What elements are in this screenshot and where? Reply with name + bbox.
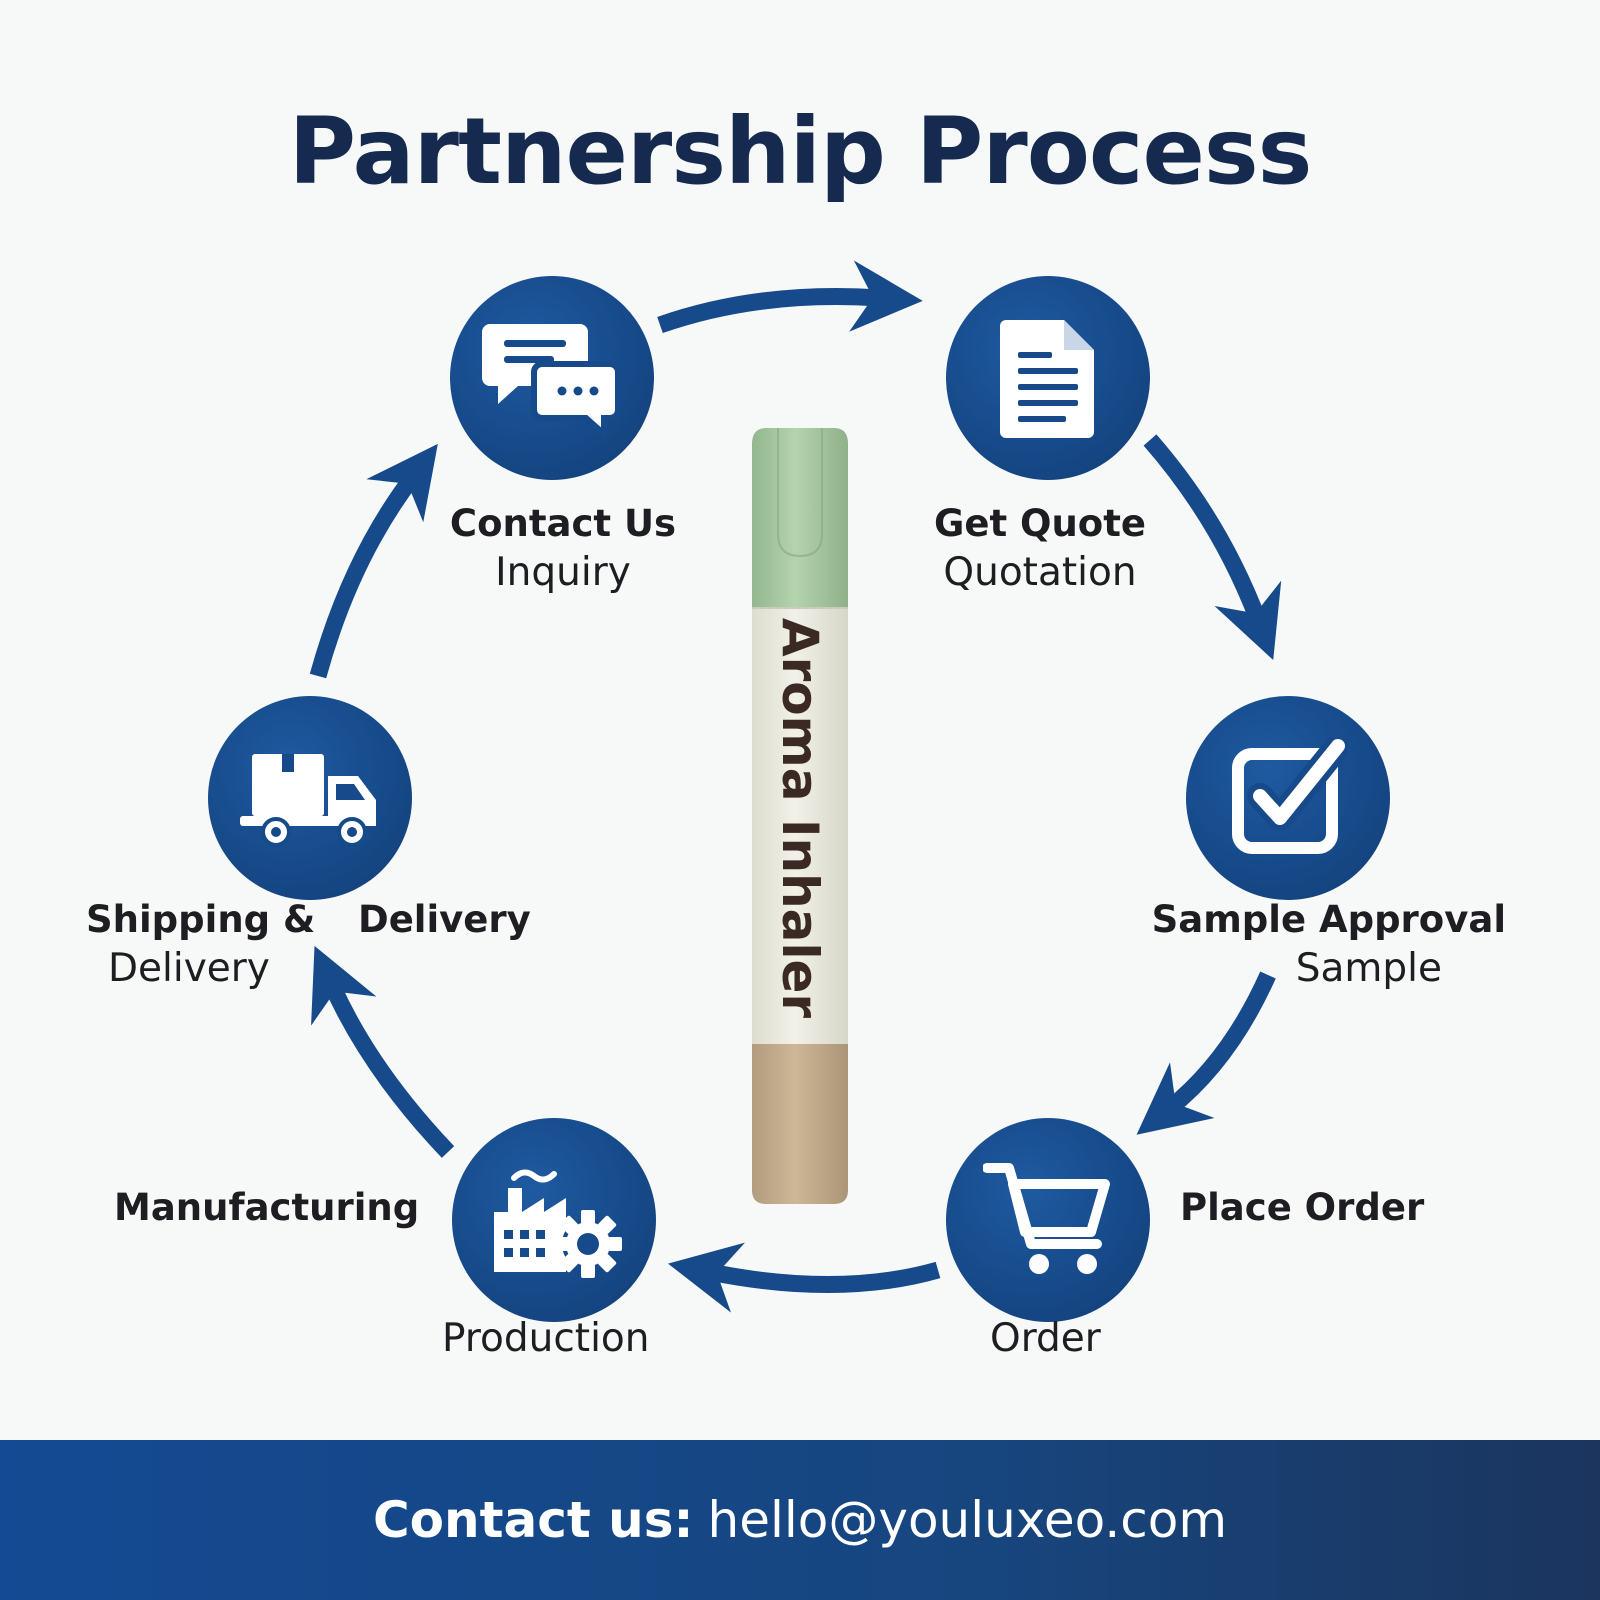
step-label-shipping-2: Delivery <box>358 896 531 944</box>
arrow-manufacturing-to-shipping <box>311 945 455 1158</box>
step-label-shipping: Shipping & Delivery <box>86 896 315 995</box>
delivery-truck-icon <box>240 754 376 847</box>
footer-email-link[interactable]: hello@youluxeo.com <box>707 1491 1228 1549</box>
arrow-quote-to-sample <box>1143 434 1282 661</box>
step-label-get-quote: Get Quote Quotation <box>920 500 1160 599</box>
arrow-shipping-to-contact <box>309 443 438 679</box>
step-subtitle: Delivery <box>108 946 270 992</box>
step-sublabel-manufacturing: Production <box>442 1314 650 1365</box>
step-title: Contact Us <box>449 502 677 545</box>
step-place-order <box>946 1118 1150 1322</box>
shopping-cart-icon <box>983 1163 1110 1274</box>
factory-gear-icon <box>494 1169 622 1278</box>
step-label-place-order: Place Order <box>1180 1184 1424 1232</box>
step-title: Manufacturing <box>114 1186 420 1229</box>
step-shipping-delivery <box>208 696 412 900</box>
step-sublabel-place-order: Order <box>990 1314 1101 1365</box>
step-subtitle: Quotation <box>943 550 1137 596</box>
step-subtitle: Inquiry <box>495 550 631 596</box>
step-get-quote <box>946 276 1150 480</box>
aroma-inhaler-image <box>752 428 848 1204</box>
step-title: Get Quote <box>933 502 1147 545</box>
step-title-2: Delivery <box>358 898 531 941</box>
step-title: Sample Approval <box>1151 898 1506 941</box>
arrow-sample-to-order <box>1136 971 1276 1135</box>
step-sample-approval <box>1186 696 1390 900</box>
document-icon <box>1000 320 1094 438</box>
step-contact-us <box>450 276 654 480</box>
step-label-contact-us: Contact Us Inquiry <box>448 500 678 599</box>
arrow-contact-to-quote <box>657 260 923 334</box>
step-label-manufacturing: Manufacturing <box>114 1184 419 1232</box>
step-label-sample-approval: Sample Approval Sample <box>1150 896 1506 995</box>
footer-bar: Contact us: hello@youluxeo.com <box>0 1440 1600 1600</box>
step-subtitle: Sample <box>1295 946 1442 992</box>
step-title: Shipping & <box>86 898 316 941</box>
product-label: Aroma Inhaler <box>771 617 829 1019</box>
page-title: Partnership Process <box>288 98 1313 205</box>
step-title: Place Order <box>1180 1186 1425 1229</box>
arrow-order-to-manufacturing <box>667 1242 941 1313</box>
checkbox-icon <box>1232 738 1348 854</box>
step-manufacturing <box>452 1118 656 1322</box>
step-subtitle: Order <box>990 1316 1101 1361</box>
step-subtitle: Production <box>442 1316 650 1361</box>
chat-bubbles-icon <box>482 324 621 438</box>
footer-contact-label: Contact us: <box>372 1491 694 1549</box>
